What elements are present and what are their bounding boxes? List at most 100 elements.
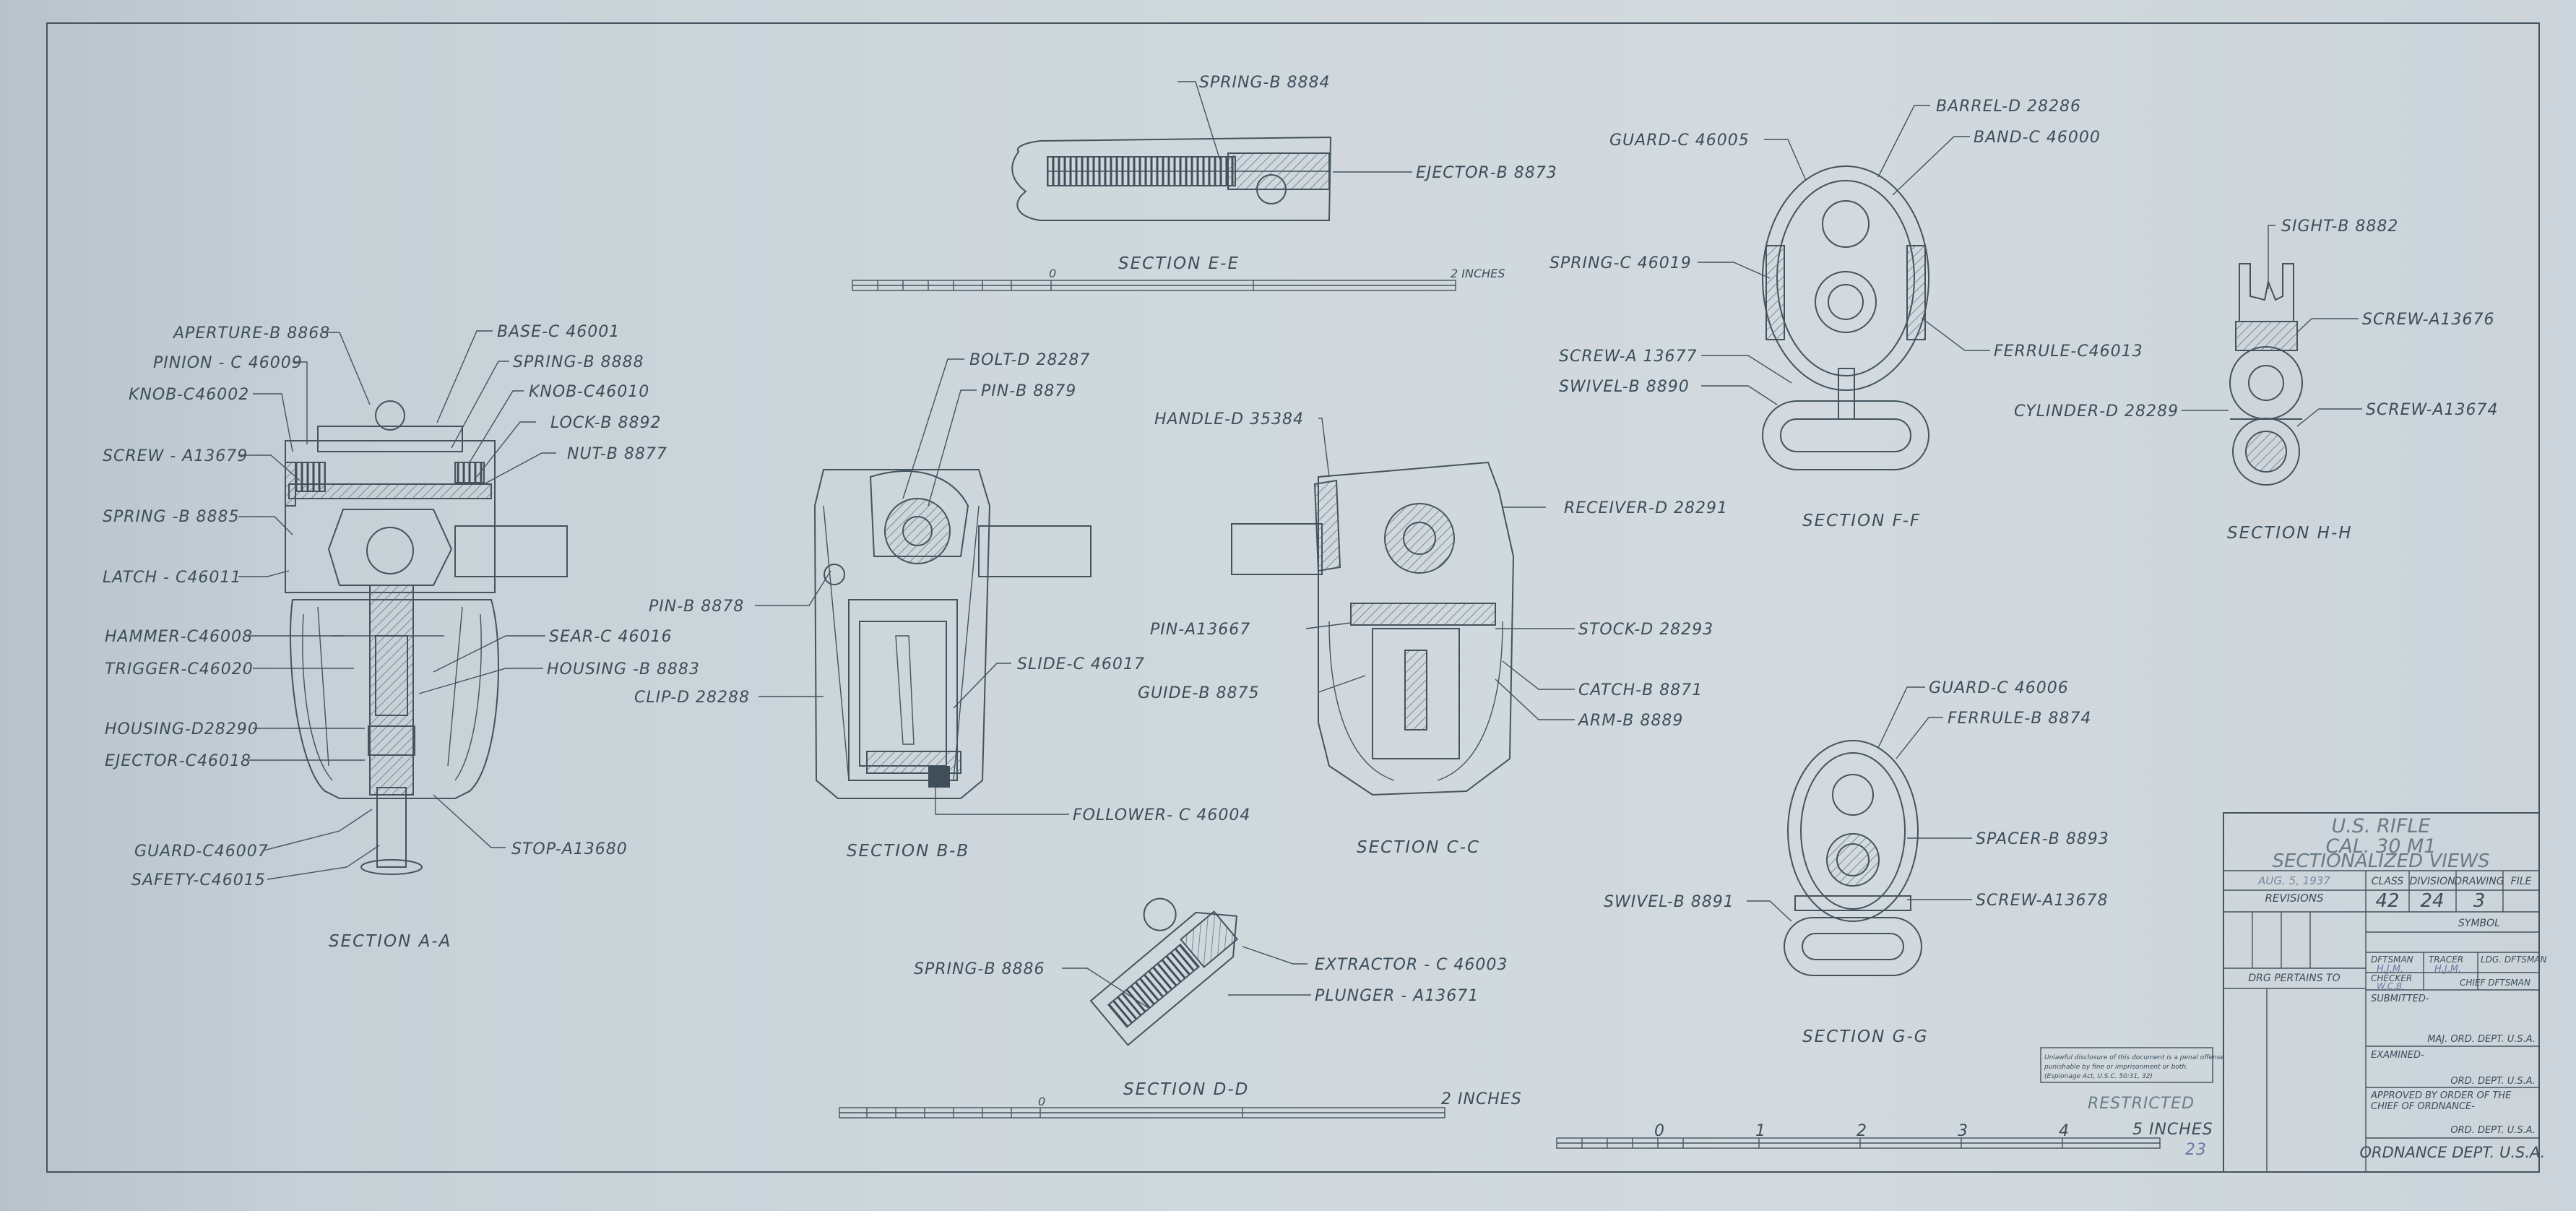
title-tracer-initials: H.J.M. (2434, 964, 2461, 975)
label-nut: NUT-B 8877 (567, 445, 667, 463)
scale-tick-4: 4 (2059, 1122, 2070, 1140)
scale-d-end: 2 INCHES (1441, 1090, 1522, 1108)
title-submitted: SUBMITTED- (2371, 994, 2429, 1004)
title-line-2: CAL. 30 M1 (2326, 835, 2437, 858)
notice-line-2: punishable by fine or imprisonment or bo… (2044, 1064, 2188, 1071)
title-line-1: U.S. RIFLE (2331, 815, 2430, 837)
label-housing-d28290: HOUSING-D28290 (105, 720, 259, 738)
section-c-c-drawing (1231, 461, 1515, 796)
label-sear: SEAR-C 46016 (549, 628, 672, 646)
label-screw-a13677: SCREW-A 13677 (1559, 348, 1698, 366)
section-b-b-drawing (813, 469, 1092, 799)
sheet-border (46, 22, 2540, 1173)
label-guard-c46007: GUARD-C46007 (134, 842, 269, 861)
title-date: AUG. 5, 1937 (2257, 874, 2330, 887)
notice-line-3: (Espionage Act, U.S.C. 50:31, 32) (2044, 1073, 2153, 1080)
scale-main-end: 5 INCHES (2132, 1121, 2213, 1139)
section-title-c: SECTION C-C (1357, 838, 1480, 857)
title-draftsman: DFTSMAN (2371, 954, 2413, 965)
label-stock: STOCK-D 28293 (1578, 621, 1713, 639)
title-class-label: CLASS (2372, 876, 2404, 887)
label-aperture: APERTURE-B 8868 (172, 324, 330, 342)
label-clip: CLIP-D 28288 (634, 689, 750, 707)
label-spring-b8885: SPRING -B 8885 (103, 508, 240, 526)
label-spring-b8888: SPRING-B 8888 (513, 353, 644, 371)
label-sight: SIGHT-B 8882 (2281, 217, 2398, 236)
section-title-f: SECTION F-F (1802, 512, 1921, 530)
title-footer: ORDNANCE DEPT. U.S.A. (2360, 1144, 2546, 1161)
label-knob-1: KNOB-C46002 (129, 386, 249, 404)
title-revisions: REVISIONS (2265, 892, 2324, 905)
section-title-g: SECTION G-G (1802, 1027, 1929, 1046)
restricted-stamp: RESTRICTED (2088, 1095, 2195, 1113)
section-f-f-drawing (1762, 165, 1929, 470)
label-slide: SLIDE-C 46017 (1017, 655, 1145, 673)
label-guard-c46006: GUARD-C 46006 (1929, 679, 2069, 697)
scale-e-zero: 0 (1049, 267, 1056, 280)
label-ferrule-c46013: FERRULE-C46013 (1994, 342, 2143, 361)
label-spring-c46019: SPRING-C 46019 (1550, 254, 1692, 272)
label-follower: FOLLOWER- C 46004 (1073, 806, 1250, 824)
section-a-a-drawing (285, 400, 568, 875)
title-drawing-value: 3 (2473, 890, 2486, 912)
label-spring-b8884: SPRING-B 8884 (1199, 74, 1331, 92)
label-catch: CATCH-B 8871 (1578, 681, 1703, 699)
label-knob-2: KNOB-C46010 (529, 383, 649, 401)
label-pin-a13667: PIN-A13667 (1150, 621, 1250, 639)
section-title-a: SECTION A-A (329, 932, 451, 951)
title-drg-pertains: DRG PERTAINS TO (2248, 973, 2340, 984)
label-bolt: BOLT-D 28287 (969, 351, 1090, 369)
leader-lines (238, 81, 2362, 1009)
label-base: BASE-C 46001 (497, 323, 620, 341)
title-line-3: SECTIONALIZED VIEWS (2272, 850, 2489, 872)
notice-line-1: Unlawful disclosure of this document is … (2044, 1054, 2225, 1061)
section-title-d: SECTION D-D (1123, 1080, 1249, 1099)
label-barrel: BARREL-D 28286 (1936, 98, 2081, 116)
label-plunger: PLUNGER - A13671 (1315, 987, 1479, 1005)
label-guide: GUIDE-B 8875 (1138, 684, 1260, 702)
scale-bars (839, 280, 2161, 1149)
label-swivel-b8890: SWIVEL-B 8890 (1559, 378, 1690, 396)
title-ldg-draftsman: LDG. DFTSMAN (2481, 954, 2547, 965)
label-ejector-c46018: EJECTOR-C46018 (105, 752, 251, 770)
section-title-h: SECTION H-H (2227, 524, 2353, 543)
label-safety: SAFETY-C46015 (131, 871, 266, 889)
title-chief-draftsman: CHIEF DFTSMAN (2460, 978, 2530, 988)
label-spring-b8886: SPRING-B 8886 (914, 960, 1045, 978)
scale-tick-1: 1 (1755, 1122, 1766, 1140)
title-class-value: 42 (2375, 890, 2399, 912)
label-arm: ARM-B 8889 (1577, 712, 1683, 730)
section-g-g-drawing (1784, 740, 1922, 976)
title-checker: CHECKER (2371, 973, 2412, 983)
label-hammer: HAMMER-C46008 (105, 628, 253, 646)
section-h-h-drawing (2229, 263, 2303, 486)
label-screw-a13679: SCREW - A13679 (103, 447, 248, 465)
label-swivel-b8891: SWIVEL-B 8891 (1604, 893, 1734, 911)
title-symbol: SYMBOL (2458, 918, 2500, 929)
section-title-b: SECTION B-B (847, 842, 969, 861)
label-receiver: RECEIVER-D 28291 (1564, 499, 1728, 517)
label-extractor: EXTRACTOR - C 46003 (1315, 956, 1508, 974)
title-block-frame (2040, 812, 2540, 1173)
label-trigger: TRIGGER-C46020 (105, 660, 254, 678)
title-division-value: 24 (2420, 890, 2444, 912)
scale-tick-0: 0 (1654, 1122, 1665, 1140)
sheet-number: 23 (2185, 1141, 2207, 1159)
scale-d-zero: 0 (1038, 1095, 1045, 1108)
label-pin-b8879: PIN-B 8879 (981, 382, 1076, 400)
label-screw-a13678: SCREW-A13678 (1976, 892, 2109, 910)
title-approved-2: CHIEF OF ORDNANCE- (2371, 1101, 2475, 1112)
label-band: BAND-C 46000 (1974, 129, 2101, 147)
title-examined: EXAMINED- (2371, 1050, 2424, 1061)
title-ord-2: ORD. DEPT. U.S.A. (2450, 1125, 2536, 1136)
section-title-e: SECTION E-E (1118, 254, 1240, 273)
label-handle: HANDLE-D 35384 (1154, 410, 1304, 428)
title-drawing-label: DRAWING (2454, 876, 2504, 887)
section-e-e-drawing (1011, 136, 1332, 221)
label-guard-c46005: GUARD-C 46005 (1609, 132, 1750, 150)
label-screw-a13674: SCREW-A13674 (2366, 401, 2499, 419)
label-latch: LATCH - C46011 (103, 569, 241, 587)
scale-tick-3: 3 (1958, 1122, 1968, 1140)
